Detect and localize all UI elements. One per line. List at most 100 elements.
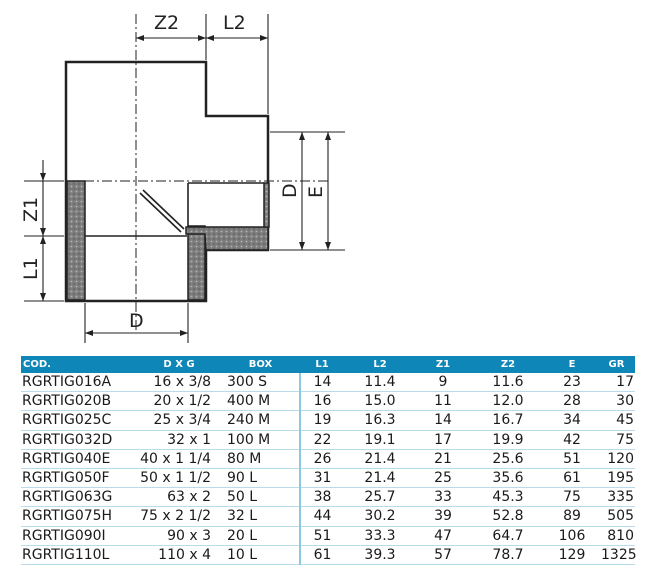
- header-e: E: [546, 356, 598, 373]
- cell-z1: 21: [416, 449, 470, 469]
- cell-l2: 21.4: [344, 449, 416, 469]
- cell-box: 100 M: [221, 430, 301, 450]
- cell-l1: 38: [300, 487, 344, 508]
- label-d-bottom: D: [129, 310, 144, 332]
- cell-gr: 505: [598, 506, 635, 527]
- table-header-row: COD. D X G BOX L1 L2 Z1 Z2 E GR: [21, 356, 635, 373]
- cell-dxg: 32 x 1: [137, 430, 221, 450]
- cell-cod: RGRTIG063G: [21, 487, 137, 508]
- cell-l2: 19.1: [344, 430, 416, 450]
- cell-gr: 45: [598, 410, 635, 431]
- cell-z2: 19.9: [470, 430, 546, 450]
- label-z1: Z1: [20, 197, 42, 222]
- cell-gr: 17: [598, 373, 635, 393]
- cell-z2: 12.0: [470, 391, 546, 412]
- cell-box: 400 M: [221, 391, 301, 412]
- cell-dxg: 16 x 3/8: [137, 373, 221, 393]
- cell-l1: 16: [300, 391, 344, 412]
- header-z2: Z2: [470, 356, 546, 373]
- cell-gr: 1325: [598, 545, 637, 565]
- cell-l1: 61: [300, 545, 344, 565]
- cell-z1: 17: [416, 430, 470, 450]
- cell-box: 80 M: [221, 449, 301, 469]
- cell-z1: 25: [416, 468, 470, 489]
- cell-e: 28: [546, 391, 598, 412]
- cell-l2: 11.4: [344, 373, 416, 393]
- cell-gr: 810: [598, 526, 635, 546]
- cell-z1: 9: [416, 373, 470, 393]
- label-l1: L1: [20, 257, 42, 280]
- cell-cod: RGRTIG110L: [21, 545, 137, 565]
- cell-l2: 15.0: [344, 391, 416, 412]
- cell-cod: RGRTIG032D: [21, 430, 137, 450]
- cell-gr: 335: [598, 487, 635, 508]
- cell-box: 300 S: [221, 373, 301, 393]
- cell-cod: RGRTIG016A: [21, 373, 137, 393]
- cell-e: 51: [546, 449, 598, 469]
- cell-cod: RGRTIG040E: [21, 449, 137, 469]
- cell-box: 32 L: [221, 506, 301, 527]
- tee-fitting-drawing: Z2 L2 Z1 L1 D D E: [20, 12, 345, 343]
- cell-e: 75: [546, 487, 598, 508]
- cell-cod: RGRTIG090I: [21, 526, 137, 546]
- cell-l1: 51: [300, 526, 344, 546]
- cell-gr: 75: [598, 430, 635, 450]
- cell-z2: 25.6: [470, 449, 546, 469]
- label-z2: Z2: [154, 12, 179, 34]
- cell-l2: 39.3: [344, 545, 416, 565]
- cell-l1: 31: [300, 468, 344, 489]
- cell-z2: 78.7: [470, 545, 546, 565]
- cell-z2: 16.7: [470, 410, 546, 431]
- cell-z1: 39: [416, 506, 470, 527]
- cell-dxg: 75 x 2 1/2: [137, 506, 221, 527]
- dimension-lines: [24, 14, 345, 343]
- cell-l1: 26: [300, 449, 344, 469]
- cell-e: 89: [546, 506, 598, 527]
- label-l2: L2: [223, 12, 246, 34]
- cell-dxg: 50 x 1 1/2: [137, 468, 221, 489]
- cell-box: 240 M: [221, 410, 301, 431]
- cell-l2: 25.7: [344, 487, 416, 508]
- cell-z2: 64.7: [470, 526, 546, 546]
- cell-cod: RGRTIG025C: [21, 410, 137, 431]
- cell-dxg: 110 x 4: [137, 545, 221, 565]
- cell-e: 61: [546, 468, 598, 489]
- cell-dxg: 20 x 1/2: [137, 391, 221, 412]
- cell-gr: 120: [598, 449, 635, 469]
- cell-e: 129: [546, 545, 598, 565]
- label-d-side: D: [279, 183, 301, 198]
- dimensions-table: COD. D X G BOX L1 L2 Z1 Z2 E GR RGRTIG01…: [21, 356, 637, 565]
- header-l2: L2: [344, 356, 416, 373]
- cell-e: 23: [546, 373, 598, 393]
- label-e-side: E: [305, 186, 327, 198]
- cell-dxg: 63 x 2: [137, 487, 221, 508]
- cell-box: 90 L: [221, 468, 301, 489]
- cell-gr: 195: [598, 468, 635, 489]
- cell-box: 50 L: [221, 487, 301, 508]
- cell-l2: 16.3: [344, 410, 416, 431]
- cell-e: 106: [546, 526, 598, 546]
- cell-l2: 33.3: [344, 526, 416, 546]
- center-lines: [30, 14, 330, 330]
- cell-z1: 57: [416, 545, 470, 565]
- cell-cod: RGRTIG050F: [21, 468, 137, 489]
- cell-z2: 35.6: [470, 468, 546, 489]
- cell-cod: RGRTIG020B: [21, 391, 137, 412]
- header-z1: Z1: [416, 356, 470, 373]
- cell-dxg: 40 x 1 1/4: [137, 449, 221, 469]
- cell-gr: 30: [598, 391, 635, 412]
- cell-box: 10 L: [221, 545, 301, 565]
- cell-z1: 33: [416, 487, 470, 508]
- cell-l1: 22: [300, 430, 344, 450]
- cell-l1: 14: [300, 373, 344, 393]
- header-box: BOX: [221, 356, 300, 373]
